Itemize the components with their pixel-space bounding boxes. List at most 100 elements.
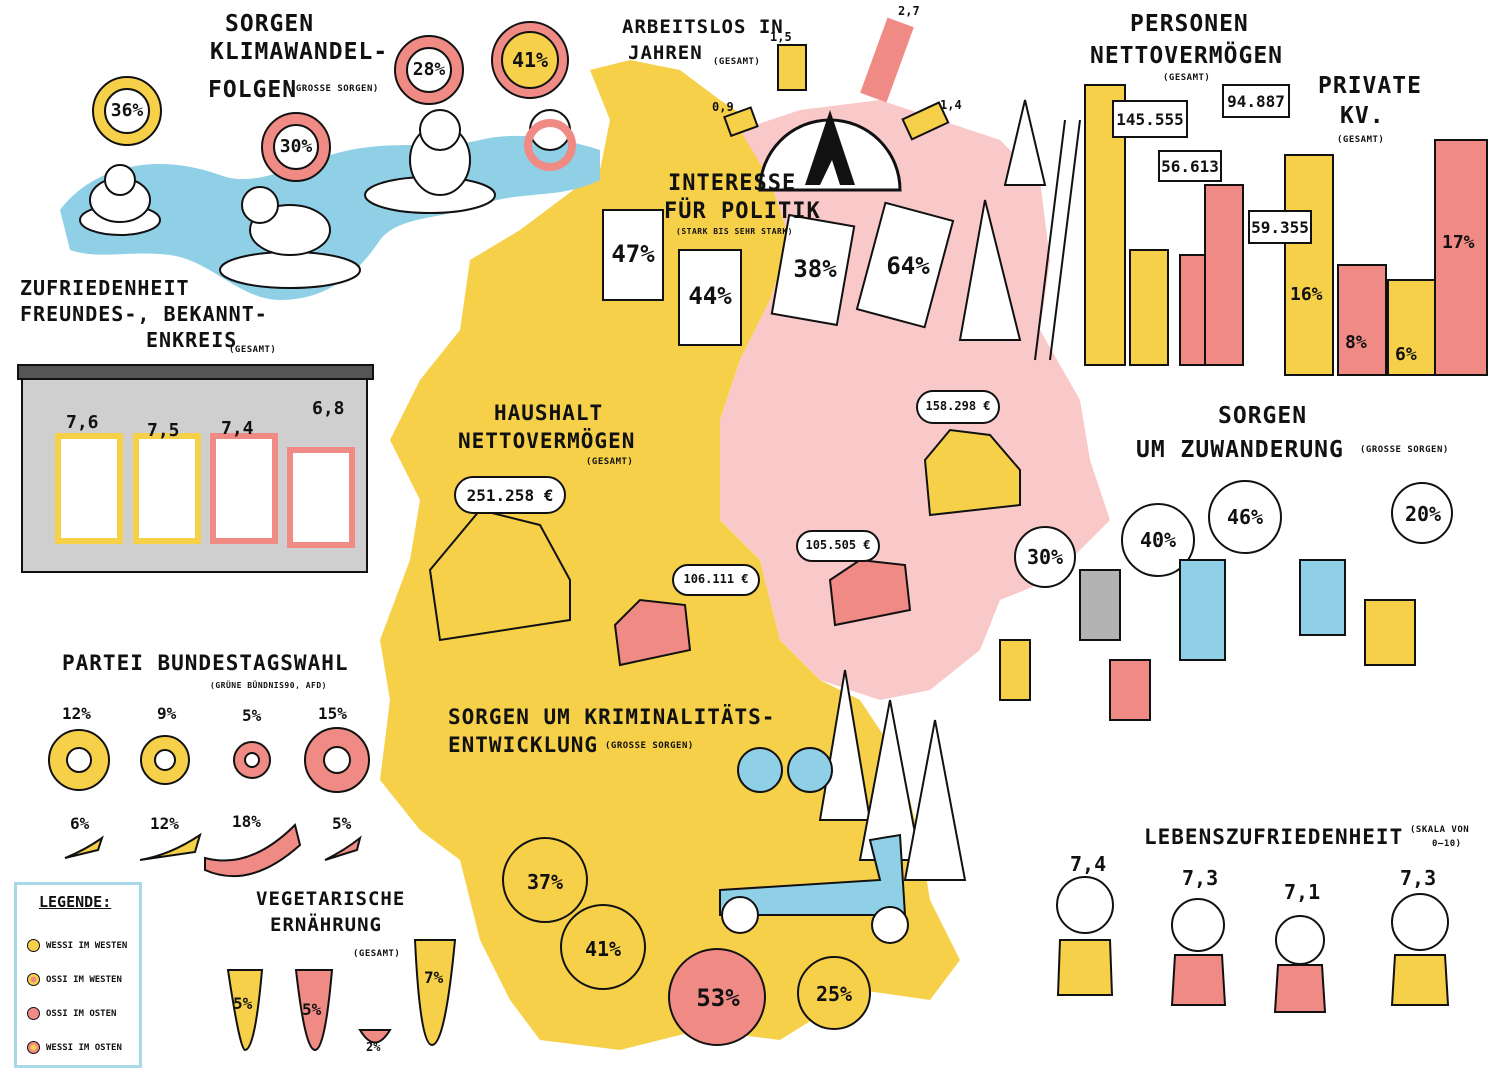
partei-gruene-3: 5% <box>242 706 262 725</box>
freunde-value-2: 7,5 <box>147 420 180 441</box>
coin-stacks <box>1034 84 1244 366</box>
haushalt-value-1: 251.258 € <box>466 486 554 505</box>
personen-title-line1: PERSONEN <box>1130 11 1249 37</box>
politik-value-4: 64% <box>886 252 930 280</box>
flag-3 <box>1158 150 1222 182</box>
pkv-title-line2: KV. <box>1340 103 1385 129</box>
haushalt-note: (GESAMT) <box>586 457 634 467</box>
partei-afd-2: 12% <box>150 814 179 833</box>
politik-value-2: 44% <box>688 282 732 310</box>
pkv-note: (GESAMT) <box>1337 135 1385 145</box>
veg-value-3: 2% <box>366 1040 381 1054</box>
arbeitslos-value-2: 0,9 <box>712 100 734 114</box>
veg-title-line1: VEGETARISCHE <box>256 888 406 910</box>
smiley-face-icon <box>1056 876 1450 1013</box>
partei-afd-1: 6% <box>70 814 90 833</box>
personen-value-2: 94.887 <box>1227 92 1285 111</box>
legend-item-wessi-west: WESSI IM WESTEN <box>27 939 127 952</box>
krimi-value-3: 53% <box>696 984 740 1012</box>
pkv-value-3: 6% <box>1395 344 1417 365</box>
germany-west-map <box>380 60 960 1050</box>
pkv-value-2: 8% <box>1345 332 1367 353</box>
legend-dot-icon <box>27 939 40 952</box>
krimi-value-4: 25% <box>815 982 853 1006</box>
krimi-note: (GROSSE SORGEN) <box>605 741 694 751</box>
zuwanderung-value-3: 46% <box>1226 505 1264 529</box>
haushalt-value-4: 105.505 € <box>805 538 871 552</box>
people-group <box>999 559 1416 721</box>
veg-value-4: 7% <box>424 968 444 987</box>
partei-gruene-1: 12% <box>62 704 91 723</box>
klima-title-line1: SORGEN <box>225 11 315 37</box>
chip-icon <box>92 21 569 182</box>
klima-value-2: 30% <box>279 136 313 157</box>
legend-dot-icon <box>27 973 40 986</box>
polar-bear-icon <box>89 109 571 256</box>
zuwanderung-value-4: 20% <box>1404 502 1442 526</box>
legend-dot-icon <box>27 1007 40 1020</box>
friends-building <box>17 364 374 573</box>
leben-value-1: 7,4 <box>1070 852 1107 876</box>
legend-label: OSSI IM WESTEN <box>46 974 122 985</box>
leben-value-4: 7,3 <box>1400 866 1437 890</box>
speech-bubble-1 <box>454 476 566 514</box>
flag-1 <box>1112 100 1188 138</box>
freunde-title-line3: ENKREIS <box>146 328 238 352</box>
scooter-icon <box>719 747 909 944</box>
legend-label: OSSI IM OSTEN <box>46 1008 117 1019</box>
zuwanderung-title-line2: UM ZUWANDERUNG <box>1136 437 1344 463</box>
leben-note-2: 0–10) <box>1432 839 1462 849</box>
politik-note: (STARK BIS SEHR STARK) <box>676 227 793 236</box>
tree-icon <box>818 99 1047 881</box>
arbeitslos-value-4: 1,4 <box>940 98 962 112</box>
politik-value-3: 38% <box>793 255 837 283</box>
arrow-icon <box>64 823 362 878</box>
speech-bubble-2 <box>672 564 760 596</box>
pkv-title-line1: PRIVATE <box>1318 73 1422 99</box>
partei-title: PARTEI BUNDESTAGSWAHL <box>62 651 349 675</box>
flag-4 <box>1248 210 1312 244</box>
freunde-value-3: 7,4 <box>221 418 254 439</box>
carrot-icon <box>226 939 457 1052</box>
personen-value-4: 59.355 <box>1251 218 1309 237</box>
leben-value-2: 7,3 <box>1182 866 1219 890</box>
handcuff-icon <box>502 837 871 1046</box>
klima-note: (GROSSE SORGEN) <box>290 84 379 94</box>
personen-note: (GESAMT) <box>1163 73 1211 83</box>
zuwanderung-value-1: 30% <box>1026 545 1064 569</box>
partei-note: (GRÜNE BÜNDNIS90, AFD) <box>210 681 327 690</box>
sunflower-icon <box>48 727 370 793</box>
legend: LEGENDE: WESSI IM WESTEN OSSI IM WESTEN … <box>14 882 142 1068</box>
klima-value-4: 41% <box>511 48 549 72</box>
haushalt-title-line2: NETTOVERMÖGEN <box>458 429 636 453</box>
zuwanderung-value-2: 40% <box>1139 528 1177 552</box>
legend-label: WESSI IM WESTEN <box>46 940 128 951</box>
legend-title: LEGENDE: <box>39 893 112 911</box>
krimi-title-line2: ENTWICKLUNG <box>448 733 599 757</box>
legend-item-ossi-west: OSSI IM WESTEN <box>27 973 122 986</box>
speech-bubble-4 <box>796 530 880 562</box>
partei-afd-4: 5% <box>332 814 352 833</box>
freunde-title-line2: FREUNDES-, BEKANNT- <box>20 302 268 326</box>
legend-item-ossi-ost: OSSI IM OSTEN <box>27 1007 116 1020</box>
partei-gruene-4: 15% <box>318 704 347 723</box>
leben-title: LEBENSZUFRIEDENHEIT <box>1144 825 1404 849</box>
freunde-value-4: 6,8 <box>312 398 345 419</box>
arbeitslos-title-line1: ARBEITSLOS IN <box>622 16 784 38</box>
haushalt-value-2: 106.111 € <box>683 572 749 586</box>
flag-2 <box>1222 84 1290 118</box>
veg-note: (GESAMT) <box>353 949 401 959</box>
speech-bubble-3 <box>916 390 1000 424</box>
leben-note-1: (SKALA VON <box>1410 825 1470 835</box>
freunde-title-line1: ZUFRIEDENHEIT <box>20 276 190 300</box>
thought-bubble-icon <box>1014 480 1453 588</box>
legend-dot-icon <box>27 1041 40 1054</box>
veg-value-2: 5% <box>302 1000 322 1019</box>
freunde-value-1: 7,6 <box>66 412 99 433</box>
personen-value-1: 145.555 <box>1116 110 1184 129</box>
krimi-value-1: 37% <box>526 870 564 894</box>
pkv-value-4: 17% <box>1442 232 1475 253</box>
krimi-title-line1: SORGEN UM KRIMINALITÄTS- <box>448 705 776 729</box>
